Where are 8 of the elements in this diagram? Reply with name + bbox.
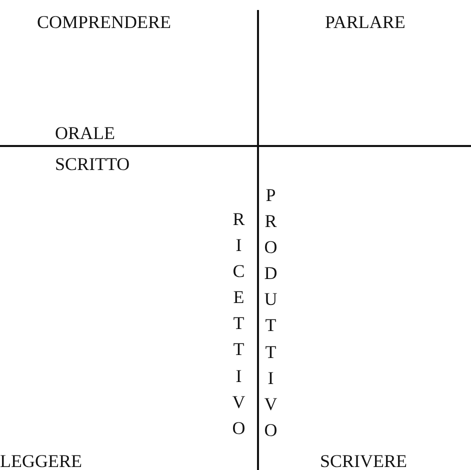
quadrant-label: LEGGERE [0, 452, 82, 470]
vertical-label: RICETTIVO [232, 208, 246, 440]
quadrant-label: PARLARE [325, 13, 406, 31]
quadrant-label: ORALE [55, 124, 115, 142]
quadrant-label: SCRIVERE [320, 452, 408, 470]
quadrant-label: SCRITTO [55, 155, 130, 173]
quadrant-label: COMPRENDERE [37, 13, 172, 31]
vertical-label: PRODUTTIVO [264, 184, 278, 442]
